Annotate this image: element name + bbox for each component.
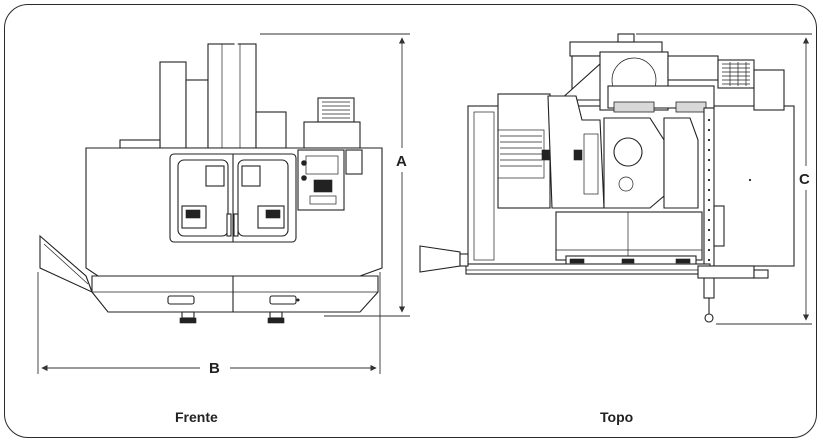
dimension-c-label: C — [799, 171, 810, 188]
machine-base — [91, 275, 379, 313]
front-view-label: Frente — [175, 409, 218, 425]
front-view-machine — [39, 30, 383, 324]
spindle-circle — [613, 137, 643, 167]
column-left — [159, 61, 187, 149]
chip-conveyor — [419, 245, 461, 273]
machine-table — [555, 211, 703, 261]
dimension-b: B — [37, 272, 381, 377]
dimension-a-label: A — [396, 153, 407, 170]
dimension-c: C — [636, 33, 812, 325]
top-view-label: Topo — [600, 409, 633, 425]
dimension-b-label: B — [209, 360, 220, 377]
tool-carousel — [497, 93, 551, 209]
top-view-machine — [419, 33, 795, 323]
spindle-head — [207, 43, 257, 149]
diagram-frame — [4, 4, 817, 438]
dimension-a: A — [260, 33, 410, 317]
